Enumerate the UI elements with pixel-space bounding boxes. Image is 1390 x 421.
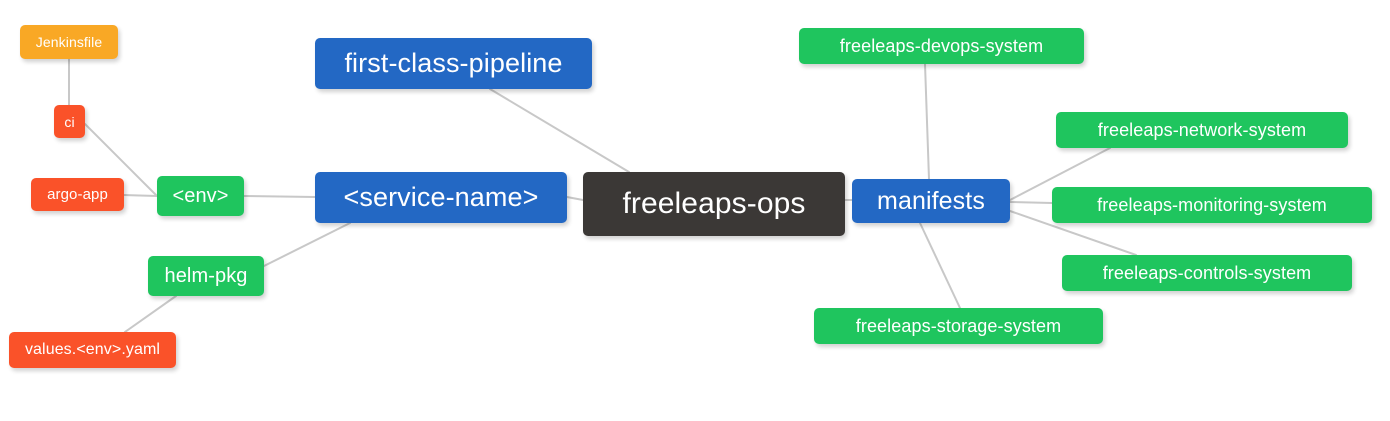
edge-argo-app-to-env: [123, 194, 158, 197]
node-helm-pkg[interactable]: helm-pkg: [148, 256, 264, 296]
node-argo-app[interactable]: argo-app: [31, 178, 124, 211]
node-manifests[interactable]: manifests: [852, 179, 1010, 223]
node-label-argo-app: argo-app: [47, 186, 108, 203]
node-controls[interactable]: freeleaps-controls-system: [1062, 255, 1352, 291]
node-label-helm-pkg: helm-pkg: [164, 265, 248, 287]
node-label-storage: freeleaps-storage-system: [855, 316, 1062, 336]
edge-helm-pkg-to-service-name: [263, 222, 351, 267]
node-label-jenkinsfile: Jenkinsfile: [35, 34, 103, 50]
edge-manifests-to-monitoring: [1009, 201, 1053, 204]
node-storage[interactable]: freeleaps-storage-system: [814, 308, 1103, 344]
node-label-monitoring: freeleaps-monitoring-system: [1097, 195, 1327, 215]
node-pipeline[interactable]: first-class-pipeline: [315, 38, 592, 89]
node-label-devops: freeleaps-devops-system: [839, 36, 1044, 56]
node-label-env: <env>: [172, 185, 229, 207]
edge-manifests-to-storage: [919, 222, 961, 309]
node-label-service-name: <service-name>: [343, 182, 539, 212]
node-label-pipeline: first-class-pipeline: [344, 48, 563, 78]
node-label-controls: freeleaps-controls-system: [1102, 263, 1312, 283]
node-freeleaps-ops[interactable]: freeleaps-ops: [583, 172, 845, 236]
node-label-ci: ci: [64, 113, 75, 130]
node-network[interactable]: freeleaps-network-system: [1056, 112, 1348, 148]
node-ci[interactable]: ci: [54, 105, 85, 138]
node-jenkinsfile[interactable]: Jenkinsfile: [20, 25, 118, 59]
node-label-freeleaps-ops: freeleaps-ops: [622, 187, 806, 220]
edge-pipeline-to-freeleaps-ops: [489, 88, 630, 173]
edge-values-yaml-to-helm-pkg: [124, 295, 177, 333]
node-label-values-yaml: values.<env>.yaml: [24, 341, 161, 358]
node-label-manifests: manifests: [877, 186, 985, 215]
node-values-yaml[interactable]: values.<env>.yaml: [9, 332, 176, 368]
node-env[interactable]: <env>: [157, 176, 244, 216]
node-service-name[interactable]: <service-name>: [315, 172, 567, 223]
edge-manifests-to-devops: [924, 63, 930, 180]
node-monitoring[interactable]: freeleaps-monitoring-system: [1052, 187, 1372, 223]
node-label-network: freeleaps-network-system: [1097, 120, 1307, 140]
edge-service-name-to-freeleaps-ops: [566, 196, 584, 201]
edge-env-to-service-name: [243, 195, 316, 198]
node-devops[interactable]: freeleaps-devops-system: [799, 28, 1084, 64]
